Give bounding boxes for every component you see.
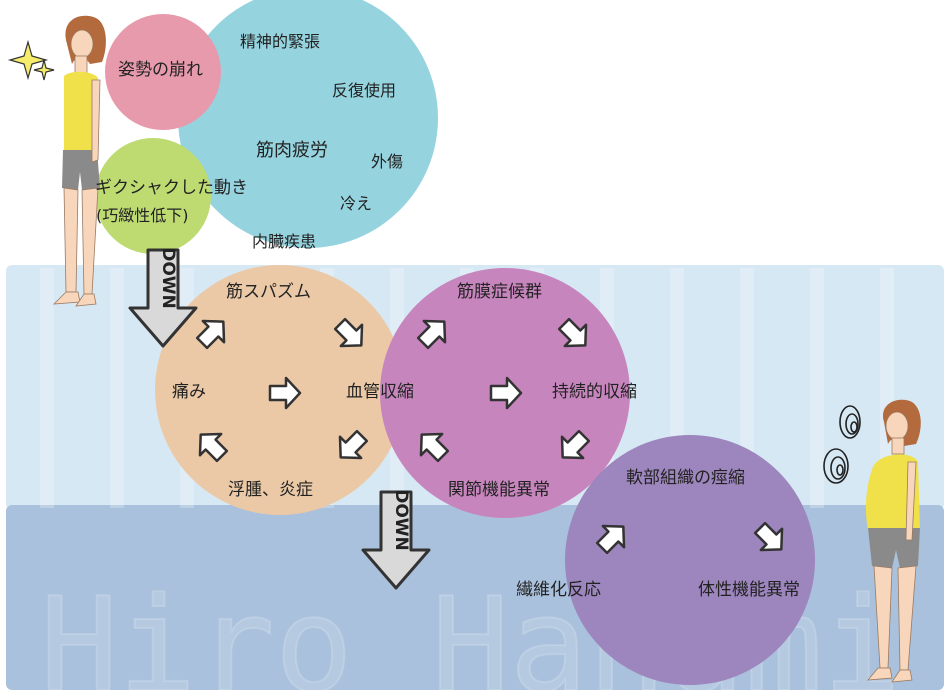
sparkle-icon xyxy=(7,39,55,81)
label-stiff-movement: ギクシャクした動き xyxy=(95,178,248,198)
label-trauma: 外傷 xyxy=(371,152,404,171)
label-visceral-disease: 内臓疾患 xyxy=(252,232,317,251)
label-somatic-dysfunction: 体性機能異常 xyxy=(698,580,800,600)
circle-posture xyxy=(105,14,221,130)
label-soft-tissue-contracture: 軟部組織の痙縮 xyxy=(626,468,745,488)
label-muscle-spasm: 筋スパズム xyxy=(226,282,311,302)
down-arrow-icon: DOWN xyxy=(128,247,198,348)
down-arrow-icon: DOWN xyxy=(361,489,431,590)
label-fascia-syndrome: 筋膜症候群 xyxy=(457,282,542,302)
label-joint-dysfunction: 関節機能異常 xyxy=(448,480,550,500)
label-posture: 姿勢の崩れ xyxy=(118,60,203,80)
label-mental-tension: 精神的緊張 xyxy=(240,32,321,51)
label-swelling-inflammation: 浮腫、炎症 xyxy=(228,480,313,500)
circle-stiff-movement xyxy=(95,138,211,254)
dizzy-icon xyxy=(823,405,861,484)
svg-text:DOWN: DOWN xyxy=(158,247,178,309)
woman-good-posture-figure xyxy=(52,15,106,307)
woman-bad-posture-figure xyxy=(865,399,921,683)
circle-causes xyxy=(178,0,438,248)
label-repetitive-use: 反復使用 xyxy=(332,81,397,100)
circle-tissue-cycle xyxy=(565,435,815,685)
label-stiff-movement-sub: (巧緻性低下) xyxy=(96,206,189,225)
label-cold: 冷え xyxy=(340,194,373,213)
label-fibrosis: 繊維化反応 xyxy=(516,580,601,600)
label-vasoconstriction: 血管収縮 xyxy=(346,382,414,402)
label-sustained-contraction: 持続的収縮 xyxy=(552,382,637,402)
svg-text:DOWN: DOWN xyxy=(391,489,411,551)
label-muscle-fatigue: 筋肉疲労 xyxy=(256,140,328,161)
label-pain: 痛み xyxy=(172,382,206,402)
